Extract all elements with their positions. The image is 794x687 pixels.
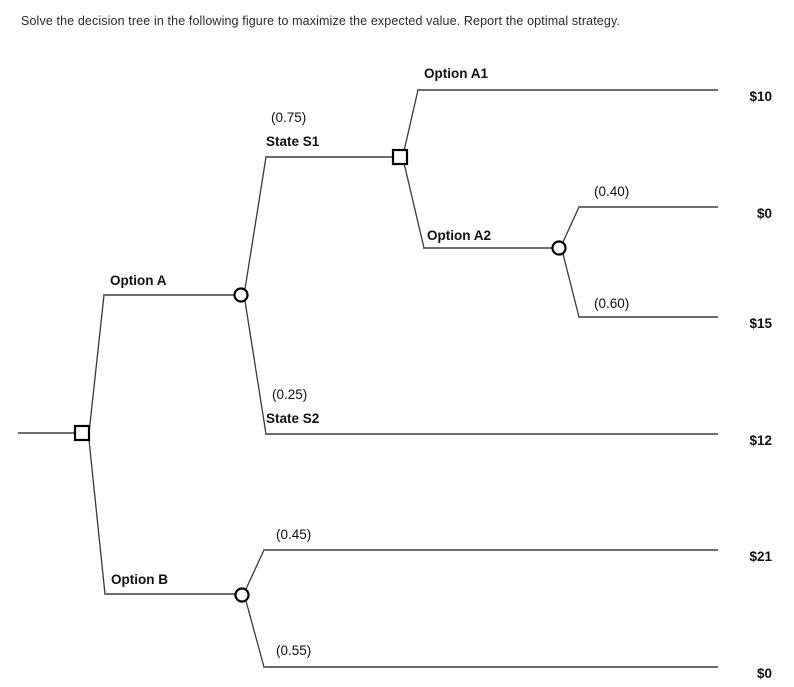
payoff-state-s2: $12 [749, 433, 772, 448]
root-decision-node[interactable] [73, 424, 91, 442]
payoff-option-a1: $10 [749, 89, 772, 104]
edge-stateS1-to-optionA1-diagonal [403, 89, 419, 152]
edge-optionA-to-stateS1-diagonal [244, 156, 267, 290]
label-prob-s2: (0.25) [272, 387, 307, 402]
edge-stateS1-to-optionA2-diagonal [403, 162, 425, 249]
optionA-chance-node[interactable] [233, 287, 249, 303]
optionB-chance-node[interactable] [234, 587, 250, 603]
payoff-b-low: $0 [757, 666, 772, 681]
edge-optionA2-high-diagonal [562, 206, 580, 243]
label-prob-a2-high: (0.40) [594, 184, 629, 199]
label-option-a1: Option A1 [424, 66, 488, 81]
label-state-s1: State S1 [266, 134, 320, 149]
stateS1-decision-node[interactable] [391, 148, 409, 166]
label-prob-b-low: (0.55) [276, 643, 311, 658]
edge-root-to-optionA-diagonal [88, 294, 105, 434]
label-option-b: Option B [111, 572, 168, 587]
edge-optionA2-low-diagonal [562, 253, 580, 318]
optionA2-chance-node[interactable] [551, 240, 567, 256]
payoff-a2-high: $0 [757, 206, 772, 221]
payoff-a2-low: $15 [749, 316, 772, 331]
edge-optionB-low-diagonal [245, 600, 265, 668]
label-prob-b-high: (0.45) [276, 527, 311, 542]
label-prob-a2-low: (0.60) [594, 296, 629, 311]
problem-prompt: Solve the decision tree in the following… [21, 14, 620, 28]
edge-optionA-to-stateS2-diagonal [244, 300, 267, 435]
label-prob-s1: (0.75) [271, 110, 306, 125]
edge-root-to-optionB-diagonal [88, 439, 106, 595]
payoff-b-high: $21 [749, 549, 772, 564]
label-option-a2: Option A2 [427, 228, 491, 243]
label-option-a: Option A [110, 273, 167, 288]
label-state-s2: State S2 [266, 411, 319, 426]
edge-optionB-high-diagonal [245, 549, 265, 590]
